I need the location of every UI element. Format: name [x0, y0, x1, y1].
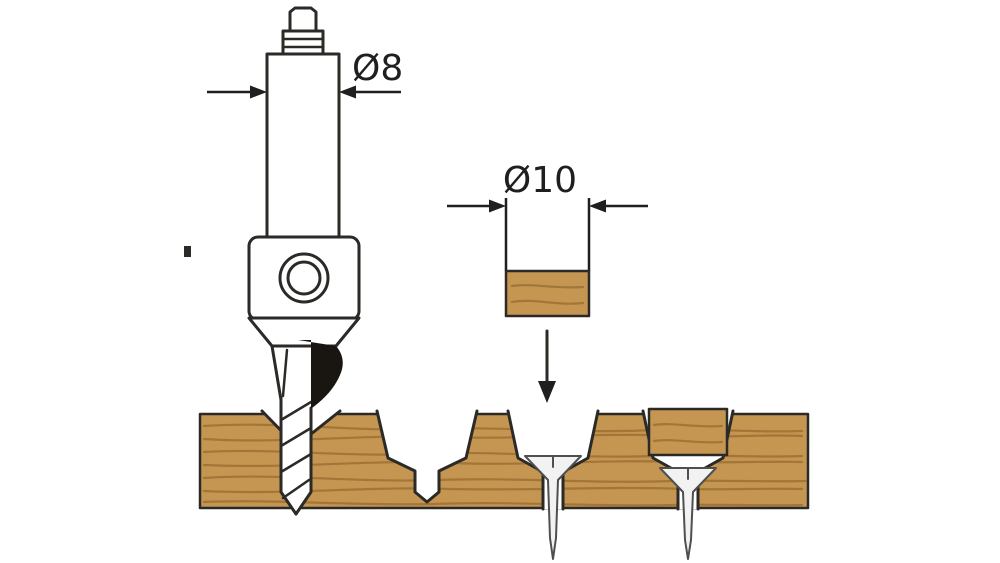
- countersunk-hole-empty: [375, 409, 479, 504]
- bit-edge-left: [279, 396, 298, 516]
- bit-edge-right: [294, 406, 313, 516]
- flute-lines: [279, 400, 313, 500]
- countersunk-hole-with-plug: [641, 407, 735, 560]
- plug-grain: [652, 423, 724, 444]
- cone-inner-line: [281, 348, 289, 398]
- flathead-screw: [659, 467, 717, 560]
- cone-edge-left: [270, 344, 283, 402]
- flute-line: [279, 426, 313, 448]
- arrow-head-down: [538, 381, 556, 403]
- wood-plug-inserted: [647, 407, 729, 457]
- dim-arrow-right: [589, 199, 606, 213]
- dim-label-shank: Ø8: [352, 48, 403, 89]
- hole-outline: [375, 409, 479, 504]
- flute-line: [281, 478, 311, 500]
- plug-body: [504, 269, 591, 318]
- grain-line: [510, 299, 585, 305]
- countersink-drill-tool: [247, 6, 361, 408]
- wood-plug-piece: [504, 198, 591, 318]
- setscrew-hole-inner: [286, 260, 322, 296]
- flathead-screw: [524, 455, 582, 560]
- body-shoulder: [247, 316, 361, 348]
- dim-arrow-left: [489, 199, 506, 213]
- countersunk-hole-with-screw: [506, 409, 600, 560]
- plug-grain: [510, 284, 585, 305]
- dim-arrow-right: [339, 85, 356, 99]
- hole-wall-right: [561, 409, 600, 511]
- grain-line: [652, 423, 724, 428]
- hole-wall-left: [506, 409, 545, 511]
- flute-line: [279, 452, 313, 474]
- grain-line: [510, 284, 585, 289]
- collar: [281, 29, 325, 56]
- dim-arrow-left: [250, 85, 267, 99]
- hole-fill: [377, 411, 477, 502]
- dim-label-plug: Ø10: [503, 160, 577, 201]
- dimension-shank: Ø8: [207, 48, 403, 99]
- stray-mark: [184, 246, 191, 257]
- cutter-black: [298, 340, 343, 408]
- grain-line: [652, 439, 724, 444]
- drill-bit: [279, 396, 313, 516]
- flute-line: [279, 400, 313, 422]
- dimension-plug: Ø10: [447, 160, 648, 213]
- grain-line: [202, 486, 804, 494]
- insert-direction-arrow: [538, 329, 556, 403]
- drill-shank: [265, 52, 341, 240]
- drill-tip-top: [288, 6, 318, 33]
